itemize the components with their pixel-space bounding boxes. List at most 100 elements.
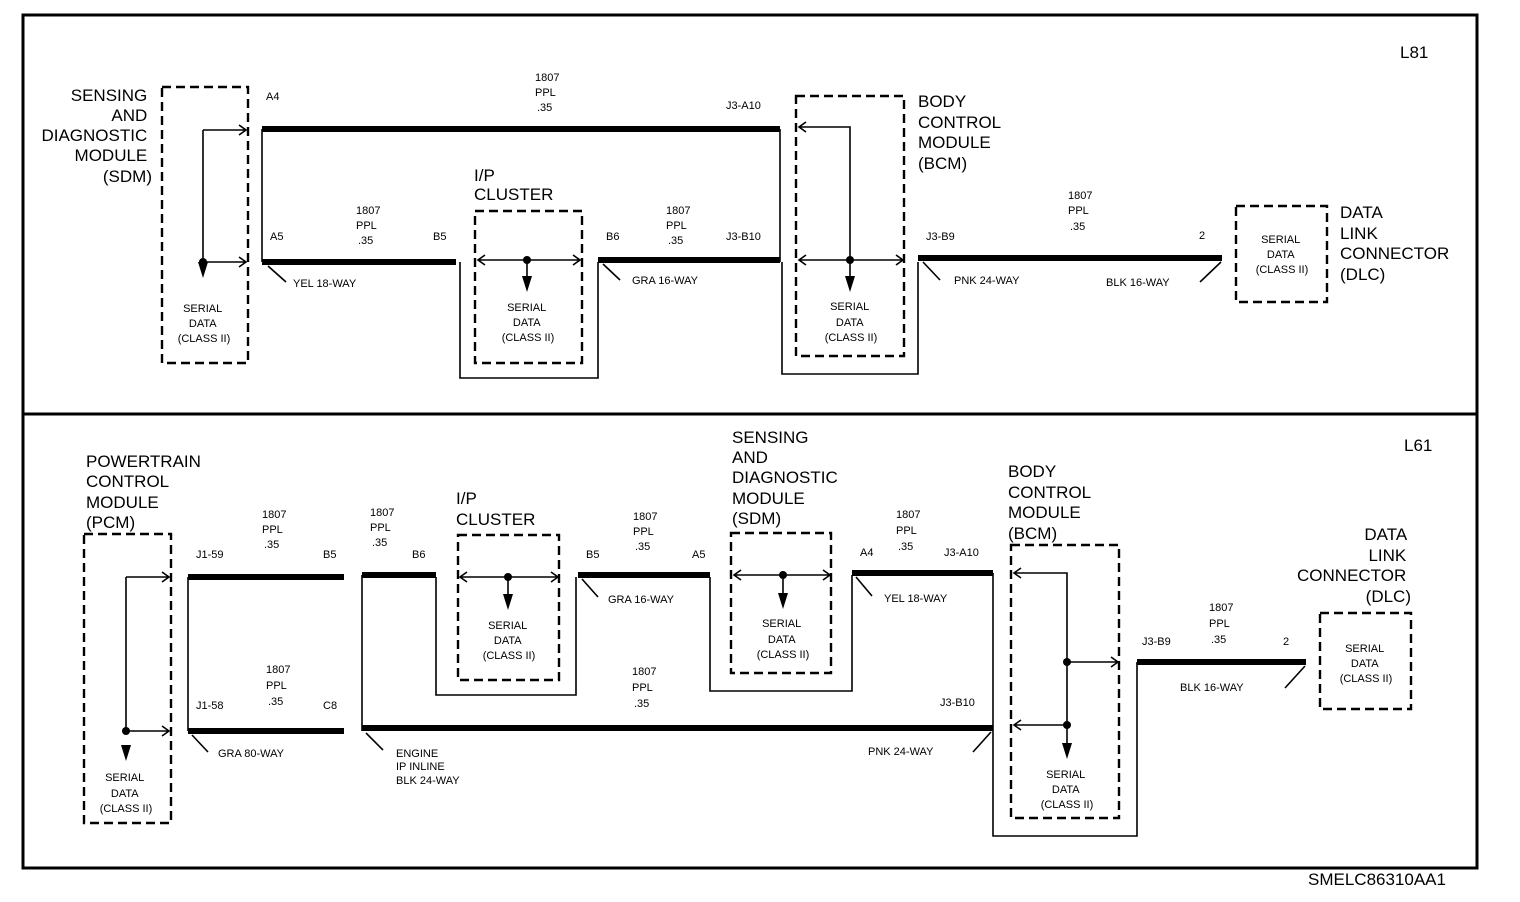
top-dlc: SERIAL DATA (CLASS II) DATA LINK CONNECT… bbox=[1234, 203, 1454, 304]
bottom-conn-blk: BLK 16-WAY bbox=[1180, 682, 1244, 694]
bottom-wire-label-w7: 1807 PPL .35 bbox=[1209, 602, 1237, 646]
bottom-pin-b5a: B5 bbox=[323, 549, 336, 561]
top-bcm-node bbox=[846, 256, 854, 264]
bottom-bcm-label: BODY CONTROL MODULE (BCM) bbox=[1008, 462, 1095, 543]
top-pin-j3b9: J3-B9 bbox=[926, 231, 955, 243]
bottom-pin-j3b9: J3-B9 bbox=[1142, 636, 1171, 648]
top-yel-leader bbox=[267, 265, 287, 283]
bottom-conn-engine: ENGINE IP INLINE BLK 24-WAY bbox=[396, 748, 460, 787]
top-dlc-serial: SERIAL DATA (CLASS II) bbox=[1256, 234, 1309, 276]
bottom-pcm-internal-lines bbox=[125, 571, 171, 737]
bottom-sdm-node bbox=[779, 571, 787, 579]
top-ip-label: I/P CLUSTER bbox=[474, 166, 553, 204]
bottom-blk-leader bbox=[1284, 665, 1306, 689]
bottom-pcm-box bbox=[82, 532, 173, 825]
top-sdm-arrow-icon bbox=[198, 262, 208, 278]
top-pin-a4: A4 bbox=[266, 91, 279, 103]
top-gra-leader bbox=[602, 263, 621, 281]
bottom-conn-gra16: GRA 16-WAY bbox=[608, 594, 675, 606]
bottom-sdm-label: SENSING AND DIAGNOSTIC MODULE (SDM) bbox=[732, 428, 843, 528]
top-conn-blk: BLK 16-WAY bbox=[1106, 277, 1170, 289]
bottom-dlc-label: DATA LINK CONNECTOR (DLC) bbox=[1297, 525, 1411, 606]
bottom-bcm-serial: SERIAL DATA (CLASS II) bbox=[1041, 769, 1094, 811]
bottom-yel-leader bbox=[855, 576, 873, 597]
bottom-pin-j159: J1-59 bbox=[196, 549, 224, 561]
top-pnk-leader bbox=[922, 261, 941, 281]
bottom-pcm-node bbox=[122, 727, 130, 735]
bottom-pnk-leader bbox=[972, 731, 992, 753]
top-ip-box bbox=[473, 209, 584, 365]
bottom-sdm-box bbox=[729, 531, 833, 675]
figure-id: SMELC86310AA1 bbox=[1308, 870, 1446, 889]
bottom-pin-a5: A5 bbox=[692, 549, 705, 561]
bottom-bcm-box bbox=[1009, 543, 1121, 820]
top-ip-arrow-icon bbox=[522, 276, 532, 292]
top-sdm-box bbox=[160, 85, 250, 365]
top-wire-label-top: 1807 PPL .35 bbox=[535, 72, 563, 114]
top-bcm-module: BODY CONTROL MODULE (BCM) SERIAL DATA (C… bbox=[781, 92, 1005, 375]
bottom-pin-b5b: B5 bbox=[586, 549, 599, 561]
bottom-pcm-arrow-icon bbox=[121, 745, 131, 761]
bottom-sdm-arrow-icon bbox=[778, 593, 788, 609]
bottom-sdm-serial: SERIAL DATA (CLASS II) bbox=[757, 618, 810, 661]
bottom-engine-leader bbox=[365, 732, 384, 751]
bottom-pin-b6: B6 bbox=[412, 549, 425, 561]
top-sdm-label: SENSING AND DIAGNOSTIC MODULE (SDM) bbox=[41, 86, 152, 186]
bottom-wire-label-w1: 1807 PPL .35 bbox=[262, 509, 290, 551]
bottom-dlc: DATA LINK CONNECTOR (DLC) SERIAL DATA (C… bbox=[1297, 525, 1413, 711]
bottom-bcm-module: BODY CONTROL MODULE (BCM) SERIAL DATA (C… bbox=[992, 462, 1138, 837]
bottom-wire-label-w6: 1807 PPL .35 bbox=[632, 666, 660, 710]
top-pin-b6: B6 bbox=[606, 231, 619, 243]
top-pin-a5: A5 bbox=[270, 231, 283, 243]
bottom-pin-c8: C8 bbox=[323, 700, 337, 712]
bottom-pin-j3a10: J3-A10 bbox=[944, 547, 979, 559]
bottom-gra80-leader bbox=[191, 734, 209, 753]
bottom-bcm-arrow-icon bbox=[1062, 743, 1072, 759]
top-sdm-internal-lines bbox=[202, 124, 248, 268]
top-blk-leader bbox=[1199, 261, 1222, 283]
top-pin-j3a10: J3-A10 bbox=[726, 100, 761, 112]
bottom-wire-label-w3: 1807 PPL .35 bbox=[370, 507, 398, 549]
bottom-gra16-leader bbox=[581, 578, 599, 598]
top-ip-bypass bbox=[459, 262, 599, 379]
top-wire-label-seg2: 1807 PPL .35 bbox=[666, 205, 694, 247]
top-pin-b5: B5 bbox=[433, 231, 446, 243]
top-bcm-box bbox=[794, 94, 906, 358]
bottom-dlc-serial: SERIAL DATA (CLASS II) bbox=[1340, 643, 1393, 685]
bottom-pin-dlc2: 2 bbox=[1283, 636, 1289, 648]
top-bcm-outline bbox=[781, 262, 919, 375]
bottom-pin-a4: A4 bbox=[860, 547, 873, 559]
bottom-wire-label-w5: 1807 PPL .35 bbox=[896, 509, 924, 553]
bottom-bcm-outline bbox=[992, 662, 1138, 837]
bottom-wire-label-w2: 1807 PPL .35 bbox=[266, 664, 294, 708]
top-bcm-arrow-icon bbox=[845, 276, 855, 292]
bottom-ip-node bbox=[504, 573, 512, 581]
panel-top: L81 SENSING AND DIAGNOSTIC MODULE (SDM) … bbox=[41, 43, 1454, 379]
top-pin-j3b10: J3-B10 bbox=[726, 231, 761, 243]
bottom-dlc-box bbox=[1318, 611, 1413, 711]
top-ip-serial: SERIAL DATA (CLASS II) bbox=[502, 302, 555, 344]
top-ip-node bbox=[523, 256, 531, 264]
bottom-bcm-node-lower bbox=[1063, 721, 1071, 729]
bottom-ip-serial: SERIAL DATA (CLASS II) bbox=[483, 620, 536, 662]
top-conn-yel: YEL 18-WAY bbox=[293, 278, 357, 290]
panel-bottom: L61 POWERTRAIN CONTROL MODULE (PCM) SERI… bbox=[82, 428, 1432, 837]
bottom-bcm-node-upper bbox=[1063, 658, 1071, 666]
top-dlc-box bbox=[1234, 204, 1329, 304]
top-dlc-label: DATA LINK CONNECTOR (DLC) bbox=[1340, 203, 1454, 284]
bottom-bcm-internal-lines bbox=[1012, 567, 1120, 745]
bottom-conn-gra80: GRA 80-WAY bbox=[218, 748, 285, 760]
bottom-ip-label: I/P CLUSTER bbox=[456, 489, 535, 529]
bottom-pin-j158: J1-58 bbox=[196, 700, 224, 712]
bottom-sdm-bypass bbox=[709, 575, 853, 692]
top-conn-gra: GRA 16-WAY bbox=[632, 275, 699, 287]
bottom-sdm-module: SENSING AND DIAGNOSTIC MODULE (SDM) SERI… bbox=[709, 428, 853, 692]
top-bcm-label: BODY CONTROL MODULE (BCM) bbox=[918, 92, 1005, 173]
option-code-top: L81 bbox=[1400, 43, 1428, 62]
top-pin-dlc2: 2 bbox=[1199, 230, 1205, 242]
top-sdm-module: SENSING AND DIAGNOSTIC MODULE (SDM) SERI… bbox=[41, 85, 250, 365]
top-wire-label-seg1: 1807 PPL .35 bbox=[356, 205, 384, 247]
bottom-pcm-serial: SERIAL DATA (CLASS II) bbox=[100, 772, 153, 815]
bottom-conn-yel: YEL 18-WAY bbox=[884, 593, 948, 605]
